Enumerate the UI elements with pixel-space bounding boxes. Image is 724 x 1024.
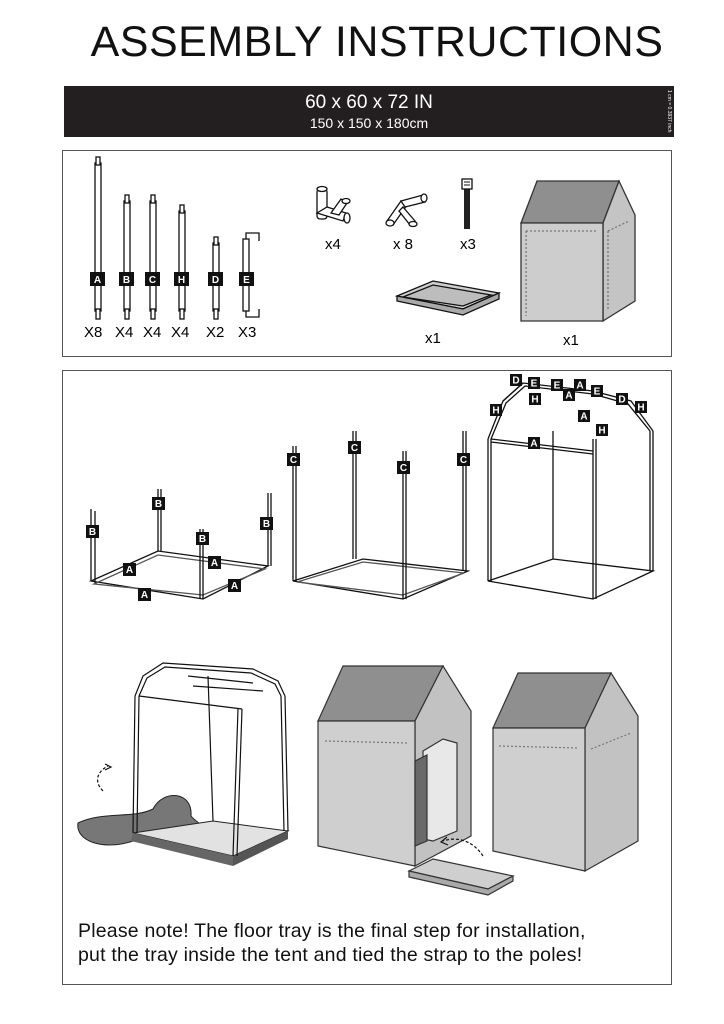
pole-label-a: A: [94, 275, 101, 286]
pole-label-h: H: [178, 275, 185, 286]
strap-drawing: [461, 178, 473, 229]
pole-label-b: B: [123, 275, 130, 286]
steps-drawing: B B B B A A A A C C C C: [77, 374, 656, 896]
tent-qty: x1: [563, 332, 579, 349]
step4-cover-frame: [77, 662, 290, 866]
svg-text:B: B: [155, 499, 162, 510]
svg-text:D: D: [618, 395, 625, 406]
svg-text:B: B: [199, 534, 206, 545]
svg-text:B: B: [89, 527, 96, 538]
svg-text:A: A: [141, 590, 148, 601]
step1-labels: B B B B A A A A: [86, 497, 273, 601]
pole-qty-c: X4: [143, 324, 161, 341]
floor-tray-drawing: [394, 280, 502, 316]
svg-text:A: A: [565, 391, 572, 402]
tent-drawing: [520, 179, 636, 323]
roof-connector-drawing: [385, 193, 428, 228]
roof-connector-qty: x 8: [393, 236, 413, 253]
pole-qty-h: X4: [171, 324, 189, 341]
pole-c-drawing: [149, 194, 157, 320]
svg-text:E: E: [554, 381, 561, 392]
svg-text:E: E: [531, 379, 538, 390]
note-line-2: put the tray inside the tent and tied th…: [78, 944, 583, 966]
svg-text:A: A: [126, 565, 133, 576]
step6-tent-closed: [492, 671, 639, 873]
pole-b-drawing: [123, 194, 131, 320]
pole-qty-e: X3: [238, 324, 256, 341]
svg-text:B: B: [263, 519, 270, 530]
parts-drawing: A B C H D E X8 X4 X4 X4 X2 X3 x4: [84, 156, 636, 349]
svg-text:A: A: [211, 558, 218, 569]
pole-label-d: D: [212, 275, 219, 286]
svg-text:C: C: [290, 455, 297, 466]
svg-text:C: C: [351, 443, 358, 454]
size-banner: 60 x 60 x 72 IN 150 x 150 x 180cm 1 cm =…: [64, 86, 674, 137]
step1-base-frame: [88, 489, 272, 600]
svg-text:H: H: [598, 426, 605, 437]
step5-tent-open-door: [317, 664, 515, 896]
size-centimeters: 150 x 150 x 180cm: [309, 115, 429, 131]
pole-label-c: C: [149, 275, 156, 286]
corner-connector-qty: x4: [325, 236, 341, 253]
step2-uprights-frame: [292, 431, 471, 600]
page-title: ASSEMBLY INSTRUCTIONS: [90, 18, 664, 66]
pole-a-drawing: [94, 156, 102, 320]
svg-text:C: C: [460, 455, 467, 466]
unit-conversion-note: 1 cm = 0.3937 inch: [666, 90, 672, 133]
svg-text:A: A: [580, 412, 587, 423]
installation-note: Please note! The floor tray is the final…: [78, 919, 674, 967]
pole-qty-a: X8: [84, 324, 102, 341]
svg-text:A: A: [530, 439, 537, 450]
step2-labels: C C C C: [287, 441, 470, 474]
assembly-steps-panel: B B B B A A A A C C C C: [62, 370, 672, 985]
strap-qty: x3: [460, 236, 476, 253]
svg-text:H: H: [637, 403, 644, 414]
svg-text:H: H: [492, 406, 499, 417]
svg-text:D: D: [512, 376, 519, 387]
pole-h-drawing: [178, 204, 186, 320]
size-inches: 60 x 60 x 72 IN: [305, 92, 433, 113]
parts-list-panel: A B C H D E X8 X4 X4 X4 X2 X3 x4: [62, 150, 672, 357]
svg-text:H: H: [531, 395, 538, 406]
svg-text:E: E: [594, 387, 601, 398]
pole-qty-d: X2: [206, 324, 224, 341]
svg-text:C: C: [400, 463, 407, 474]
step3-labels: D E E A E H A D H H A H A: [490, 374, 647, 450]
pole-qty-b: X4: [115, 324, 133, 341]
corner-connector-drawing: [315, 185, 351, 224]
floor-tray-qty: x1: [425, 330, 441, 347]
note-line-1: Please note! The floor tray is the final…: [78, 920, 586, 942]
svg-text:A: A: [231, 581, 238, 592]
step3-roof-frame: [487, 382, 656, 600]
svg-text:A: A: [576, 381, 583, 392]
pole-label-e: E: [243, 275, 250, 286]
